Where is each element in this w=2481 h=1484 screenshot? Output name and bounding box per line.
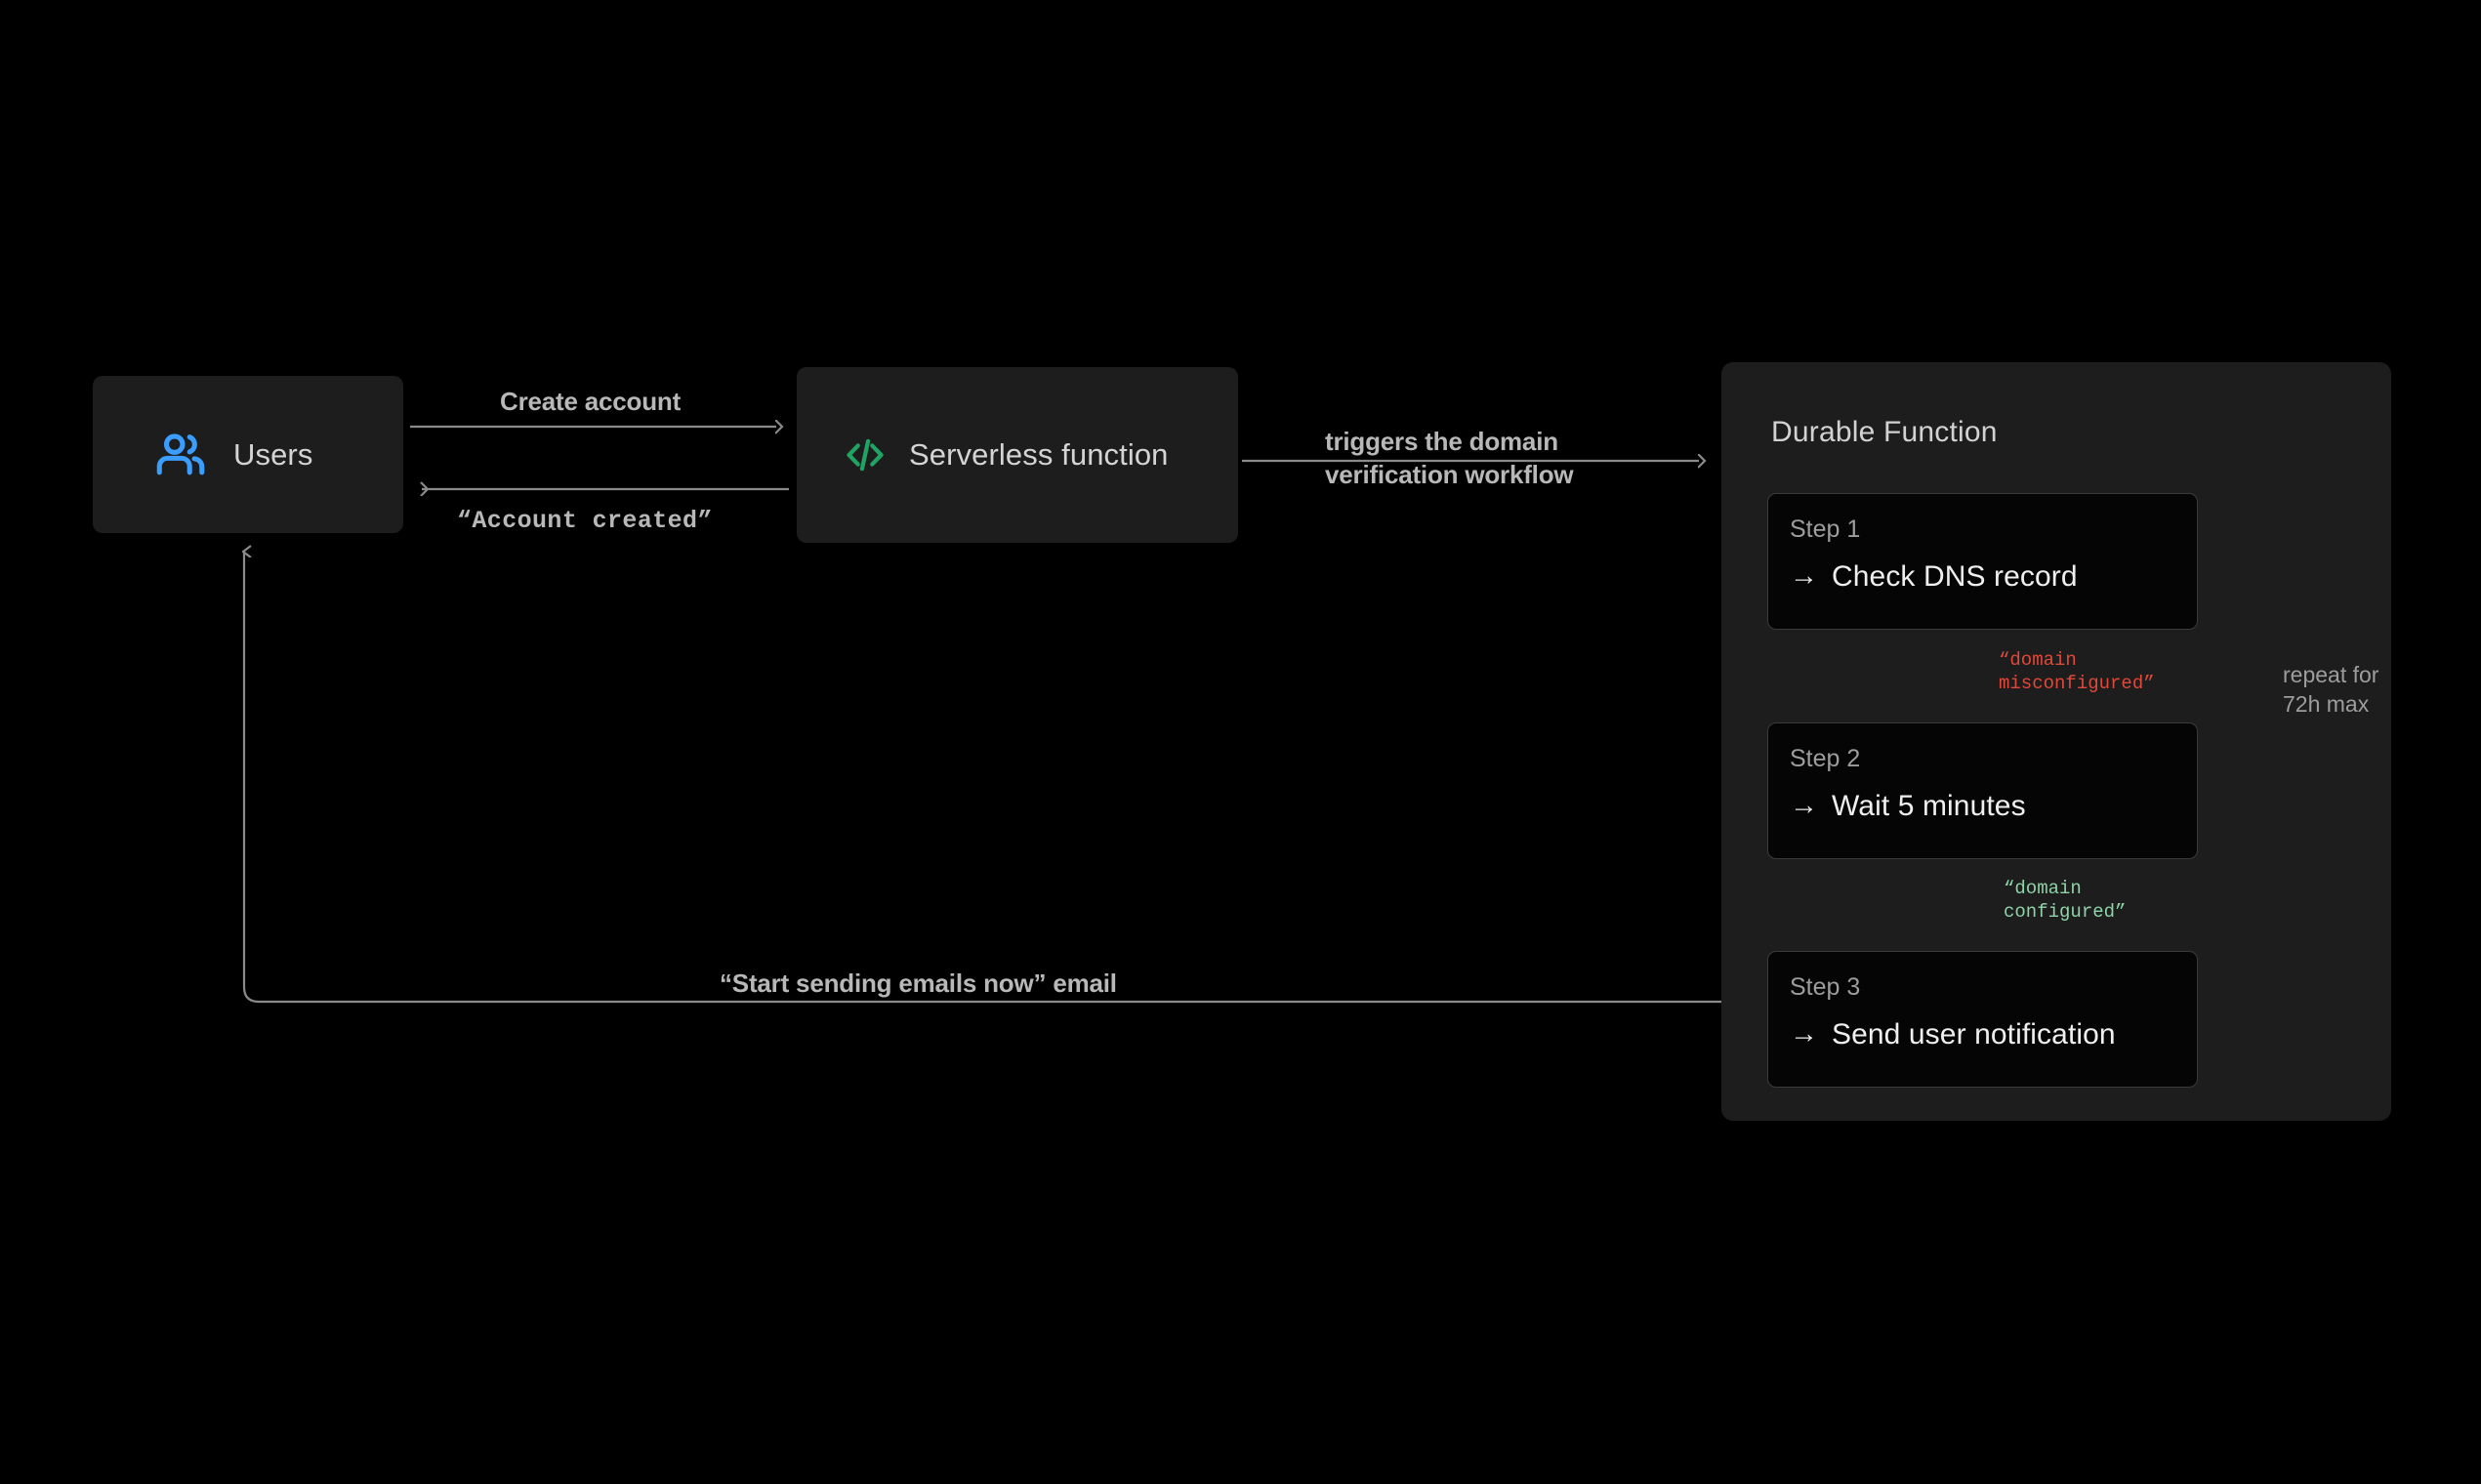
- arrow-right-icon: →: [1790, 789, 1818, 821]
- step-box-3[interactable]: Step 3 → Send user notification: [1767, 951, 2198, 1088]
- arrow-right-icon: →: [1790, 1017, 1818, 1050]
- step-3-body: → Send user notification: [1790, 1018, 2116, 1051]
- edge-label-domain-misconfigured: “domain misconfigured”: [1999, 649, 2155, 695]
- edge-label-start-sending-emails: “Start sending emails now” email: [720, 969, 1117, 998]
- edge-label-triggers-workflow: triggers the domain verification workflo…: [1325, 427, 1574, 489]
- panel-title: Durable Function: [1771, 416, 1998, 448]
- step-1-body: → Check DNS record: [1790, 560, 2078, 594]
- step-box-2[interactable]: Step 2 → Wait 5 minutes: [1767, 722, 2198, 859]
- node-users[interactable]: Users: [93, 376, 403, 533]
- arrow-right-icon: →: [1790, 559, 1818, 592]
- edge-label-repeat-note: repeat for 72h max: [2283, 662, 2379, 718]
- node-serverless-label: Serverless function: [909, 437, 1169, 472]
- step-1-number: Step 1: [1790, 515, 1861, 543]
- edge-label-create-account: Create account: [500, 387, 682, 416]
- code-brackets-icon: [843, 433, 888, 477]
- step-2-text: Wait 5 minutes: [1832, 790, 2026, 822]
- node-serverless-function[interactable]: Serverless function: [797, 367, 1238, 543]
- node-users-label: Users: [233, 436, 313, 472]
- edge-notification-to-users: [244, 552, 1767, 1004]
- step-3-text: Send user notification: [1832, 1018, 2116, 1051]
- panel-durable-function[interactable]: Durable Function Step 1 → Check DNS reco…: [1721, 362, 2391, 1121]
- step-2-number: Step 2: [1790, 745, 1861, 772]
- step-box-1[interactable]: Step 1 → Check DNS record: [1767, 493, 2198, 630]
- edge-label-account-created: “Account created”: [457, 507, 713, 535]
- users-icon: [153, 427, 210, 483]
- step-2-body: → Wait 5 minutes: [1790, 790, 2026, 823]
- step-3-number: Step 3: [1790, 973, 1861, 1001]
- edge-label-domain-configured: “domain configured”: [2004, 878, 2127, 924]
- step-1-text: Check DNS record: [1832, 560, 2078, 593]
